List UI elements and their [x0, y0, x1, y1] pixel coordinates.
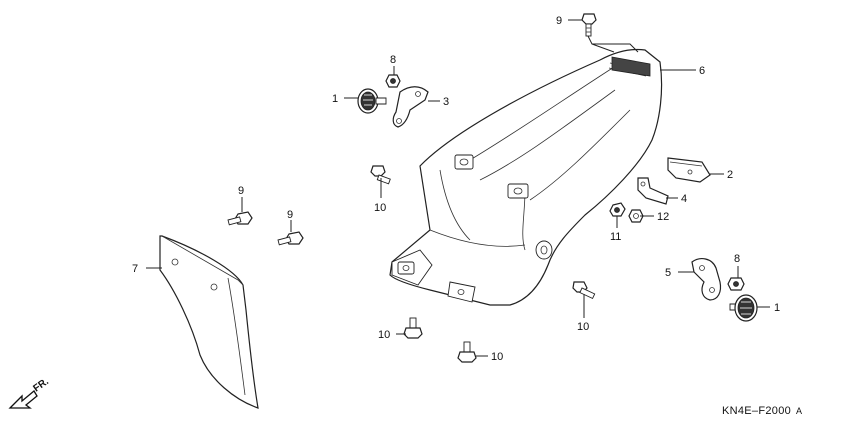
callout-4: 4 [681, 193, 687, 205]
bolt-part-10-b[interactable] [572, 281, 596, 300]
callout-3: 3 [443, 96, 449, 108]
callout-9-top: 9 [556, 15, 562, 27]
bolt-part-10-a[interactable] [370, 165, 391, 185]
nut-part-8-lower[interactable] [727, 277, 745, 291]
callout-8-lower: 8 [734, 253, 740, 265]
callout-1-lower: 1 [774, 302, 780, 314]
rear-fender-part-6[interactable] [389, 48, 663, 306]
reflector-part-1-upper[interactable] [357, 88, 387, 114]
mud-guard-part-7[interactable] [159, 235, 259, 409]
nut-part-11[interactable] [609, 202, 626, 217]
diagram-code: KN4E–F2000 [722, 405, 791, 417]
callout-5: 5 [665, 267, 671, 279]
diagram-code-suffix: A [796, 406, 802, 416]
bracket-part-4[interactable] [637, 177, 669, 205]
callout-10-b: 10 [577, 321, 589, 333]
nut-part-8-upper[interactable] [385, 74, 401, 88]
callout-2: 2 [727, 169, 733, 181]
washer-part-12[interactable] [628, 209, 644, 223]
reflector-part-1-lower[interactable] [729, 294, 758, 322]
callout-7: 7 [132, 263, 138, 275]
reflector-stay-part-3[interactable] [392, 86, 429, 128]
callout-10-a: 10 [374, 202, 386, 214]
bolt-part-10-d[interactable] [457, 341, 477, 363]
callout-10-d: 10 [491, 351, 503, 363]
leader-lines [146, 19, 770, 357]
bolt-part-10-c[interactable] [403, 317, 423, 339]
reflector-stay-part-5[interactable] [691, 258, 722, 301]
callout-11: 11 [610, 231, 621, 243]
bracket-part-2[interactable] [667, 157, 711, 183]
bolt-part-9-upper[interactable] [581, 13, 597, 37]
callout-9-left-b: 9 [287, 209, 293, 221]
callout-6: 6 [699, 65, 705, 77]
callout-12: 12 [657, 211, 669, 223]
bolt-part-9-left-b[interactable] [277, 231, 304, 246]
callout-1-upper: 1 [332, 93, 338, 105]
callout-8-upper: 8 [390, 54, 396, 66]
bolt-part-9-left-a[interactable] [227, 211, 253, 226]
callout-10-c: 10 [378, 329, 390, 341]
front-direction-arrow-icon [8, 390, 38, 409]
callout-9-left-a: 9 [238, 185, 244, 197]
